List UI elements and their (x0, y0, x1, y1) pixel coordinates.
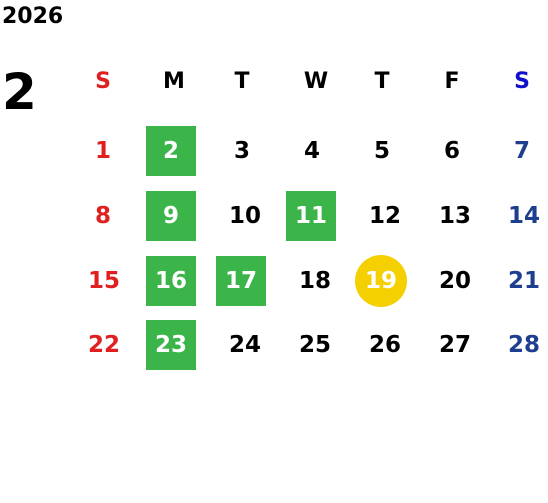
weekday-header-saturday: S (514, 68, 530, 94)
day-cell-highlighted[interactable]: 23 (146, 320, 196, 370)
month-label: 2 (2, 63, 37, 121)
day-cell-highlighted[interactable]: 11 (286, 191, 336, 241)
day-cell[interactable]: 27 (438, 332, 471, 358)
day-cell[interactable]: 28 (507, 332, 540, 358)
day-cell[interactable]: 26 (368, 332, 401, 358)
day-cell[interactable]: 20 (438, 268, 471, 294)
day-cell[interactable]: 12 (368, 203, 401, 229)
day-cell[interactable]: 24 (228, 332, 261, 358)
day-cell-highlighted[interactable]: 2 (146, 126, 196, 176)
day-cell[interactable]: 21 (507, 268, 540, 294)
day-cell-highlighted[interactable]: 17 (216, 256, 266, 306)
day-cell[interactable]: 22 (87, 332, 120, 358)
day-cell-highlighted[interactable]: 9 (146, 191, 196, 241)
weekday-header-friday: F (444, 68, 460, 94)
day-cell[interactable]: 18 (298, 268, 331, 294)
day-cell-today[interactable]: 19 (355, 255, 407, 307)
weekday-header-tuesday: T (234, 68, 250, 94)
day-cell[interactable]: 5 (373, 138, 390, 164)
day-cell[interactable]: 10 (228, 203, 261, 229)
day-cell[interactable]: 4 (303, 138, 320, 164)
weekday-header-sunday: S (95, 68, 111, 94)
day-cell[interactable]: 3 (233, 138, 250, 164)
day-cell[interactable]: 8 (94, 203, 111, 229)
day-cell[interactable]: 1 (94, 138, 111, 164)
day-cell[interactable]: 14 (507, 203, 540, 229)
weekday-header-wednesday: W (303, 68, 329, 94)
day-cell[interactable]: 7 (513, 138, 530, 164)
day-cell[interactable]: 25 (298, 332, 331, 358)
day-cell[interactable]: 13 (438, 203, 471, 229)
weekday-header-monday: M (163, 68, 185, 94)
day-cell-highlighted[interactable]: 16 (146, 256, 196, 306)
year-label: 2026 (2, 4, 64, 29)
weekday-header-thursday: T (374, 68, 390, 94)
day-cell[interactable]: 15 (87, 268, 120, 294)
day-cell[interactable]: 6 (443, 138, 460, 164)
